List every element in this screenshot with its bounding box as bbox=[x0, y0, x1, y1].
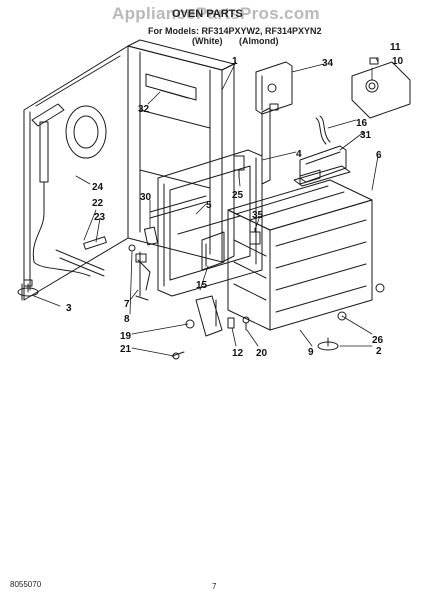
callout-19: 19 bbox=[120, 331, 132, 342]
callout-leaders bbox=[33, 57, 379, 357]
sensor-part-25 bbox=[233, 155, 245, 179]
callout-1: 1 bbox=[232, 56, 238, 67]
door-hinge-parts-12-19-20-21 bbox=[171, 295, 250, 360]
callout-7: 7 bbox=[124, 299, 130, 310]
hinge-bracket-parts-7-8-30 bbox=[128, 226, 159, 301]
middle-rail-part-5 bbox=[149, 195, 207, 219]
front-frame-part-4 bbox=[157, 149, 263, 297]
callout-16: 16 bbox=[356, 118, 368, 129]
callout-31: 31 bbox=[360, 130, 372, 141]
wire-harness-part-16 bbox=[315, 115, 331, 145]
callout-4: 4 bbox=[296, 149, 302, 160]
callout-15: 15 bbox=[196, 280, 208, 291]
leveling-leg-part-3 bbox=[17, 279, 39, 297]
knob-parts-10-11 bbox=[351, 57, 411, 119]
left-side-panel-part-24 bbox=[21, 45, 129, 301]
watermark-text: AppliancePartsPros.com bbox=[112, 4, 320, 23]
callout-22: 22 bbox=[92, 198, 104, 209]
callout-32: 32 bbox=[138, 104, 150, 115]
callout-20: 20 bbox=[256, 348, 268, 359]
diagram-header: AppliancePartsPros.com OVEN PARTS For Mo… bbox=[0, 0, 432, 48]
callout-11: 11 bbox=[390, 42, 401, 53]
callout-9: 9 bbox=[308, 347, 314, 358]
callout-25: 25 bbox=[232, 190, 244, 201]
callout-10: 10 bbox=[392, 56, 404, 67]
callout-24: 24 bbox=[92, 182, 104, 193]
oven-chassis-part-1 bbox=[127, 39, 271, 263]
callout-21: 21 bbox=[120, 344, 132, 355]
callout-3: 3 bbox=[66, 303, 72, 314]
callout-26: 26 bbox=[372, 335, 384, 346]
lower-bracket-part-15 bbox=[201, 231, 225, 271]
model-color-notes: (White) (Almond) bbox=[192, 36, 279, 46]
callout-2: 2 bbox=[376, 346, 382, 357]
callout-23: 23 bbox=[94, 212, 106, 223]
callout-12: 12 bbox=[232, 348, 244, 359]
page-number: 7 bbox=[212, 582, 217, 591]
callout-5: 5 bbox=[206, 200, 212, 211]
document-code: 8055070 bbox=[10, 580, 42, 589]
switch-assembly-part-34 bbox=[255, 61, 293, 115]
model-numbers: For Models: RF314PXYW2, RF314PXYN2 bbox=[148, 26, 322, 36]
callout-35: 35 bbox=[252, 210, 264, 221]
callout-8: 8 bbox=[124, 314, 130, 325]
cover-plate-part-31 bbox=[299, 145, 347, 183]
diagram-title: OVEN PARTS bbox=[172, 8, 243, 20]
bottom-parts-2-26 bbox=[317, 283, 385, 351]
oven-liner-part-6 bbox=[227, 165, 373, 331]
callout-30: 30 bbox=[140, 192, 152, 203]
callout-6: 6 bbox=[376, 150, 382, 161]
callout-34: 34 bbox=[322, 58, 334, 69]
